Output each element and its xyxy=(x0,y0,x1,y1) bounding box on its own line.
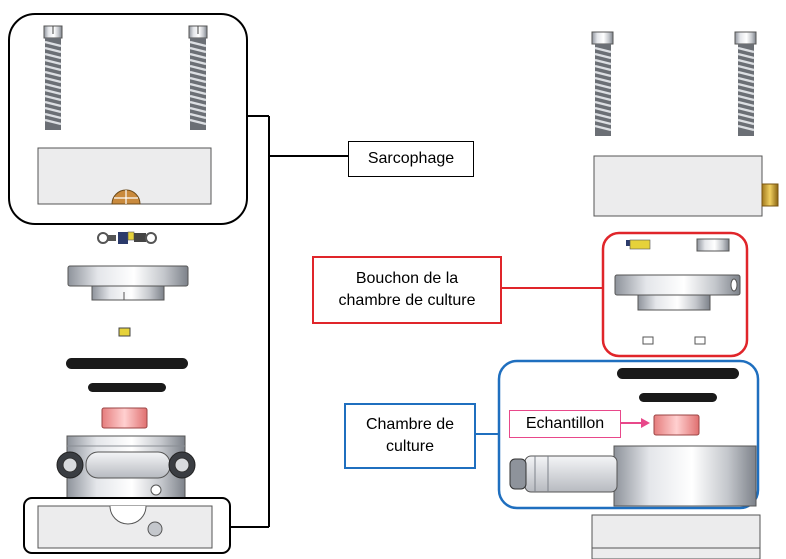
bouchon-outline xyxy=(601,231,749,358)
sarcophage-base-left xyxy=(23,497,231,554)
base-right xyxy=(591,514,761,559)
bouchon-label-line1: Bouchon de la xyxy=(355,270,459,287)
o-ring-large-left xyxy=(66,358,188,369)
plug-left xyxy=(67,265,189,301)
sarcophage-label: Sarcophage xyxy=(348,141,474,177)
screw-left-1 xyxy=(43,25,63,130)
chambre-label-line2: culture xyxy=(385,438,435,455)
sarcophage-top-outline xyxy=(8,13,248,225)
screw-right-1 xyxy=(591,31,614,136)
yellow-piece-left xyxy=(118,327,131,337)
o-ring-small-left xyxy=(88,383,166,392)
bouchon-label: Bouchon de la chambre de culture xyxy=(312,256,502,324)
sarcophage-lid-block xyxy=(37,147,212,205)
o-ring-large-right xyxy=(617,368,739,379)
sarcophage-bracket-lines xyxy=(230,115,348,528)
lid-block-right xyxy=(593,155,779,217)
plug-right xyxy=(614,238,741,345)
small-fittings xyxy=(97,231,157,244)
o-ring-small-right xyxy=(639,393,717,402)
sample-right xyxy=(653,414,700,436)
screw-left-2 xyxy=(188,25,208,130)
echantillon-label: Echantillon xyxy=(509,410,621,438)
chambre-label: Chambre de culture xyxy=(344,403,476,469)
chambre-label-line1: Chambre de xyxy=(365,416,455,433)
culture-chamber-left xyxy=(56,435,196,499)
screw-right-2 xyxy=(734,31,757,136)
sample-left xyxy=(101,407,148,429)
bouchon-label-line2: chambre de culture xyxy=(338,292,476,309)
echantillon-arrow xyxy=(621,418,650,428)
culture-chamber-right xyxy=(509,445,757,507)
